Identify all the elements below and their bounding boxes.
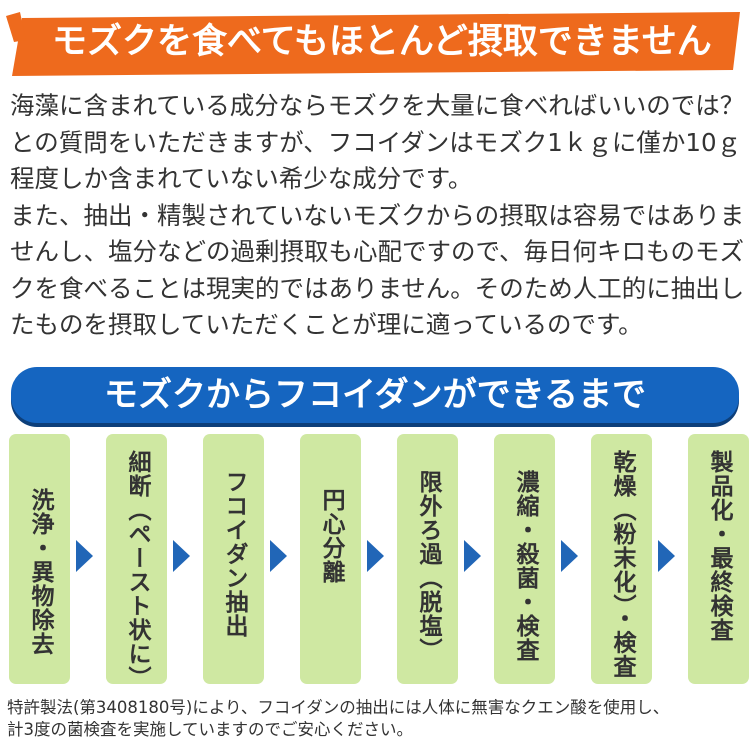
chevron-right-icon xyxy=(658,540,675,572)
title-banner: モズクを食べてもほとんど摂取できません xyxy=(0,0,750,82)
intro-line: せんし、塩分などの過剰摂取も心配ですので、毎日何キロものモズ xyxy=(10,237,745,266)
process-step: フコイダン抽出 xyxy=(203,434,264,684)
process-steps: 洗浄・異物除去 細断（ペースト状に） フコイダン抽出 円心分離 限外ろ過（脱塩）… xyxy=(0,434,750,690)
chevron-right-icon xyxy=(173,540,190,572)
footnote-line: 計3度の菌検査を実施していますのでご安心ください。 xyxy=(7,720,414,739)
footnote: 特許製法(第3408180号)により、フコイダンの抽出には人体に無害なクエン酸を… xyxy=(7,697,747,741)
process-step: 洗浄・異物除去 xyxy=(9,434,70,684)
process-step-label: フコイダン抽出 xyxy=(221,470,247,638)
process-heading-text: モズクからフコイダンができるまで xyxy=(104,375,646,415)
chevron-right-icon xyxy=(270,540,287,572)
process-step: 限外ろ過（脱塩） xyxy=(397,434,458,684)
process-step: 乾燥（粉末化）・検査 xyxy=(591,434,652,684)
process-step-label: 限外ろ過（脱塩） xyxy=(415,470,441,662)
process-step: 円心分離 xyxy=(300,434,361,684)
intro-line: また、抽出・精製されていないモズクからの摂取は容易ではありま xyxy=(10,200,745,230)
process-step-label: 洗浄・異物除去 xyxy=(27,488,53,656)
page-title: モズクを食べてもほとんど摂取できません xyxy=(52,22,712,62)
chevron-right-icon xyxy=(367,540,384,572)
process-step-label: 濃縮・殺菌・検査 xyxy=(512,470,538,662)
intro-line: 程度しか含まれていない希少な成分です。 xyxy=(10,164,473,193)
process-step: 製品化・最終検査 xyxy=(688,434,749,684)
chevron-right-icon xyxy=(76,540,93,572)
footnote-line: 特許製法(第3408180号)により、フコイダンの抽出には人体に無害なクエン酸を… xyxy=(7,698,670,717)
intro-line: クを食べることは現実的ではありません。そのため人工的に抽出し xyxy=(10,273,745,303)
process-step-label: 製品化・最終検査 xyxy=(706,450,732,642)
chevron-right-icon xyxy=(561,540,578,572)
intro-paragraph: 海藻に含まれている成分ならモズクを大量に食べればいいのでは？ との質問をいただき… xyxy=(10,88,745,344)
process-heading: モズクからフコイダンができるまで xyxy=(11,367,739,423)
intro-line: との質問をいただきますが、フコイダンはモズク1ｋｇに僅か10ｇ xyxy=(10,127,742,157)
process-step-label: 細断（ペースト状に） xyxy=(124,450,150,690)
process-step: 濃縮・殺菌・検査 xyxy=(494,434,555,684)
process-step-label: 円心分離 xyxy=(318,488,344,584)
intro-line: 海藻に含まれている成分ならモズクを大量に食べればいいのでは？ xyxy=(10,91,745,120)
process-step: 細断（ペースト状に） xyxy=(106,434,167,690)
intro-line: たものを摂取していただくことが理に適っているのです。 xyxy=(10,310,643,339)
process-step-label: 乾燥（粉末化）・検査 xyxy=(609,450,635,679)
chevron-right-icon xyxy=(464,540,481,572)
title-banner-shape xyxy=(6,12,740,76)
